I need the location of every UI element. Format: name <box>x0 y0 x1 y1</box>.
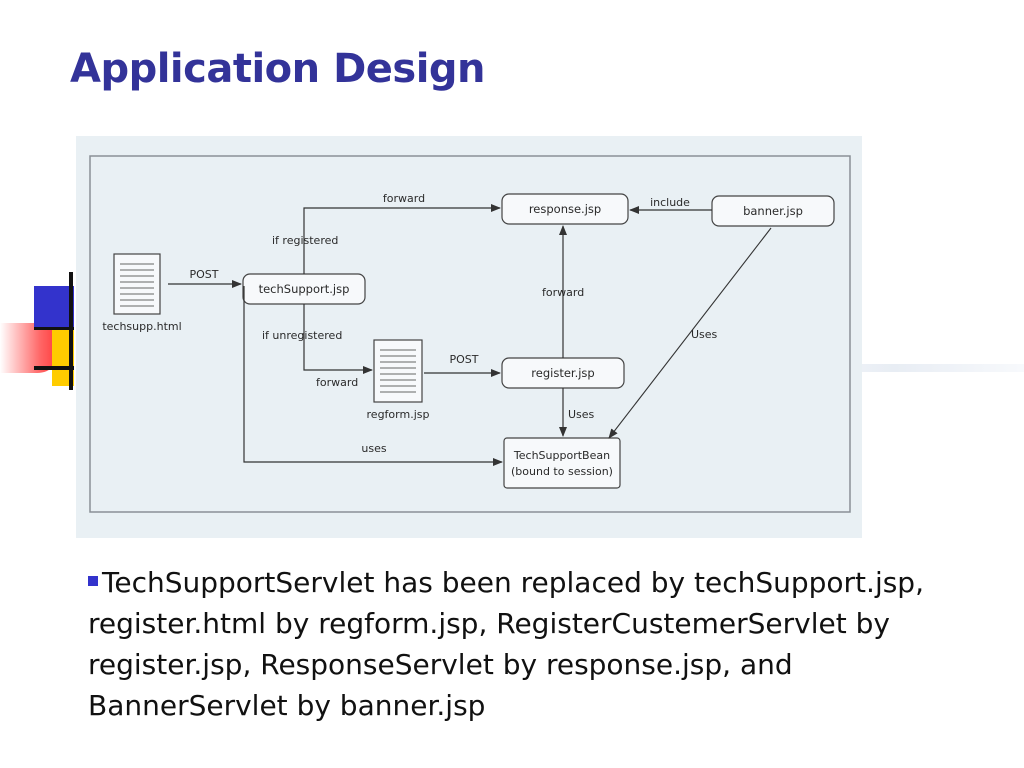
decor-red-fade <box>0 323 62 373</box>
flow-diagram: techsupp.html regform.jsp techSupport.js… <box>89 155 851 513</box>
bullet-text: TechSupportServlet has been replaced by … <box>88 566 924 722</box>
node-bean-line1: TechSupportBean <box>513 449 610 462</box>
node-box-techsupport-bean <box>503 437 621 489</box>
node-regform-jsp: regform.jsp <box>367 408 430 421</box>
edge-label-forward-top: forward <box>383 192 425 205</box>
edge-forward-regform <box>303 304 373 374</box>
edge-label-uses-banner: Uses <box>691 328 718 341</box>
edge-label-uses-register: Uses <box>568 408 595 421</box>
bullet-square-icon <box>88 576 98 586</box>
decor-blue-square <box>34 286 74 328</box>
node-techsupp-html: techsupp.html <box>102 320 181 333</box>
diagram-frame <box>89 155 851 513</box>
edge-label-uses-bottom: uses <box>361 442 386 455</box>
regform-jsp-document-icon <box>373 339 423 403</box>
decor-vertical-line <box>69 272 73 390</box>
node-box-banner-jsp <box>711 195 835 227</box>
bullet-paragraph: TechSupportServlet has been replaced by … <box>88 562 948 726</box>
node-box-response-jsp <box>501 193 629 225</box>
diagram-image: techsupp.html regform.jsp techSupport.js… <box>76 136 862 538</box>
node-banner-jsp: banner.jsp <box>743 204 803 218</box>
edge-label-if-registered: if registered <box>272 234 338 247</box>
decor-horizontal-line-lower <box>34 366 74 370</box>
node-register-jsp: register.jsp <box>531 366 594 380</box>
decor-fade-bar <box>700 364 1024 372</box>
node-techsupport-jsp: techSupport.jsp <box>259 282 350 296</box>
edge-label-post-1: POST <box>190 268 219 281</box>
techsupp-html-document-icon <box>113 253 161 315</box>
edge-label-if-unregistered: if unregistered <box>262 329 342 342</box>
edge-label-forward-mid: forward <box>542 286 584 299</box>
slide-title: Application Design <box>70 46 486 92</box>
decor-horizontal-line <box>34 327 74 330</box>
edge-label-post-2: POST <box>450 353 479 366</box>
edge-label-include: include <box>650 196 690 209</box>
edge-uses-banner-bean <box>608 227 772 439</box>
decor-yellow-square <box>52 330 74 386</box>
edge-forward-response <box>303 204 501 274</box>
edge-uses-techsupport-bean <box>243 286 503 466</box>
edge-label-forward-reg: forward <box>316 376 358 389</box>
node-response-jsp: response.jsp <box>529 202 601 216</box>
node-bean-line2: (bound to session) <box>511 465 613 478</box>
